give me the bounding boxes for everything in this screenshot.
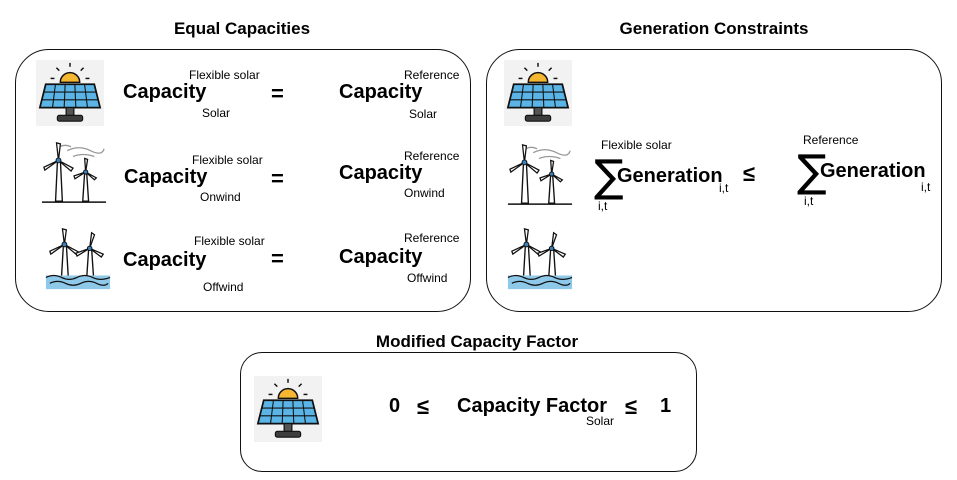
equal-capacities-title: Equal Capacities: [173, 19, 311, 38]
equals-sign: =: [271, 81, 284, 106]
left-superscript: Flexible solar: [601, 138, 672, 152]
sum-sigma: ∑: [594, 151, 624, 202]
left-capacity: Capacity: [124, 166, 208, 188]
right-superscript: Reference: [404, 231, 460, 245]
right-subscript: Offwind: [407, 271, 448, 285]
offshore-wind-turbine-icon: [44, 226, 112, 292]
less-or-equal-sign: ≤: [625, 394, 638, 419]
generation-constraints-panel: [486, 49, 942, 312]
modified-capacity-factor-title: Modified Capacity Factor: [375, 332, 579, 351]
upper-bound: 1: [660, 395, 672, 417]
solar-panel-icon: [36, 60, 104, 126]
onshore-wind-turbine-icon: [40, 140, 108, 206]
left-generation: Generation: [617, 165, 723, 187]
less-or-equal-sign: ≤: [743, 161, 756, 186]
left-subscript: Solar: [202, 106, 231, 120]
onshore-wind-turbine-icon: [506, 142, 574, 208]
sigma-subscript: i,t: [598, 199, 608, 213]
equals-sign: =: [271, 166, 284, 191]
equal-capacities-panel: [15, 49, 471, 312]
solar-panel-icon: [254, 376, 322, 442]
right-capacity: Capacity: [339, 81, 423, 103]
left-superscript: Flexible solar: [194, 234, 265, 248]
equals-sign: =: [271, 246, 284, 271]
right-superscript: Reference: [803, 133, 859, 147]
sigma-subscript: i,t: [804, 194, 814, 208]
offshore-wind-turbine-icon: [506, 226, 574, 292]
right-generation: Generation: [820, 160, 926, 182]
less-or-equal-sign: ≤: [417, 394, 430, 419]
lower-bound: 0: [389, 395, 401, 417]
sum-sigma: ∑: [797, 146, 827, 197]
solar-panel-icon: [504, 60, 572, 126]
right-subscript: Onwind: [404, 186, 445, 200]
left-subscript: Onwind: [200, 190, 241, 204]
right-superscript: Reference: [404, 149, 460, 163]
modified-capacity-factor-panel: [240, 352, 697, 472]
right-capacity: Capacity: [339, 246, 423, 268]
generation-subscript: i,t: [921, 180, 931, 194]
left-superscript: Flexible solar: [192, 153, 263, 167]
left-subscript: Offwind: [203, 280, 244, 294]
left-capacity: Capacity: [123, 81, 207, 103]
right-subscript: Solar: [409, 107, 438, 121]
right-superscript: Reference: [404, 68, 460, 82]
capacity-factor-label: Capacity Factor: [457, 395, 608, 417]
left-superscript: Flexible solar: [189, 68, 260, 82]
left-capacity: Capacity: [123, 249, 207, 271]
right-capacity: Capacity: [339, 162, 423, 184]
generation-constraints-title: Generation Constraints: [619, 19, 809, 38]
capacity-factor-subscript: Solar: [586, 414, 615, 428]
generation-subscript: i,t: [719, 181, 729, 195]
